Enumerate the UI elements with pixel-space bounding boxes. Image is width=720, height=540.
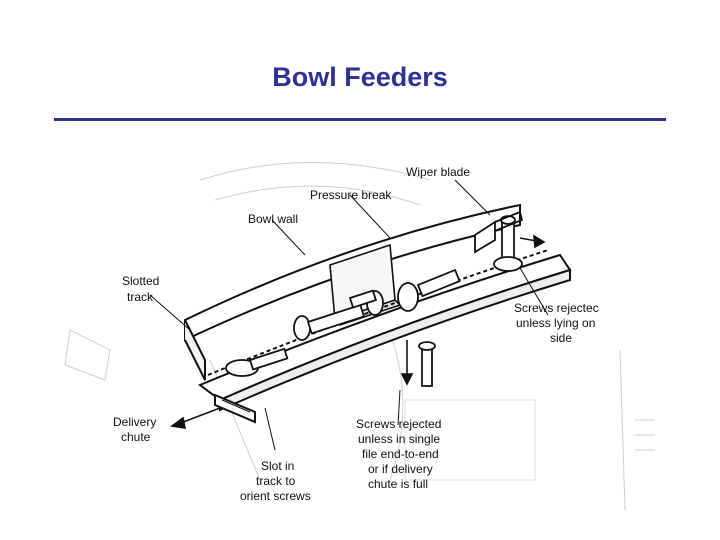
- label-slot-3: orient screws: [240, 489, 311, 503]
- label-screws-rejected-side-1: Screws rejectec: [514, 301, 599, 315]
- label-screws-rejected-file-3: file end-to-end: [362, 447, 439, 461]
- label-pressure-break: Pressure break: [310, 188, 392, 202]
- label-slot-2: track to: [256, 474, 296, 488]
- label-screws-rejected-side-2: unless lying on: [516, 316, 595, 330]
- label-delivery-chute-1: Delivery: [113, 415, 156, 429]
- label-wiper-blade: Wiper blade: [406, 165, 470, 179]
- label-screws-rejected-side-3: side: [550, 331, 572, 345]
- label-screws-rejected-file-2: unless in single: [358, 432, 440, 446]
- label-screws-rejected-file-1: Screws rejected: [356, 417, 441, 431]
- label-slot-1: Slot in: [261, 459, 294, 473]
- label-delivery-chute-2: chute: [121, 430, 151, 444]
- label-screws-rejected-file-4: or if delivery: [368, 462, 433, 476]
- label-bowl-wall: Bowl wall: [248, 212, 298, 226]
- label-slotted-track-1: Slotted: [122, 274, 159, 288]
- title-underline: [54, 118, 666, 121]
- slide-title: Bowl Feeders: [0, 62, 720, 93]
- label-screws-rejected-file-5: chute is full: [368, 477, 428, 491]
- label-slotted-track-2: track: [127, 290, 154, 304]
- bowl-feeder-diagram: Wiper blade Pressure break Bowl wall Slo…: [50, 150, 660, 520]
